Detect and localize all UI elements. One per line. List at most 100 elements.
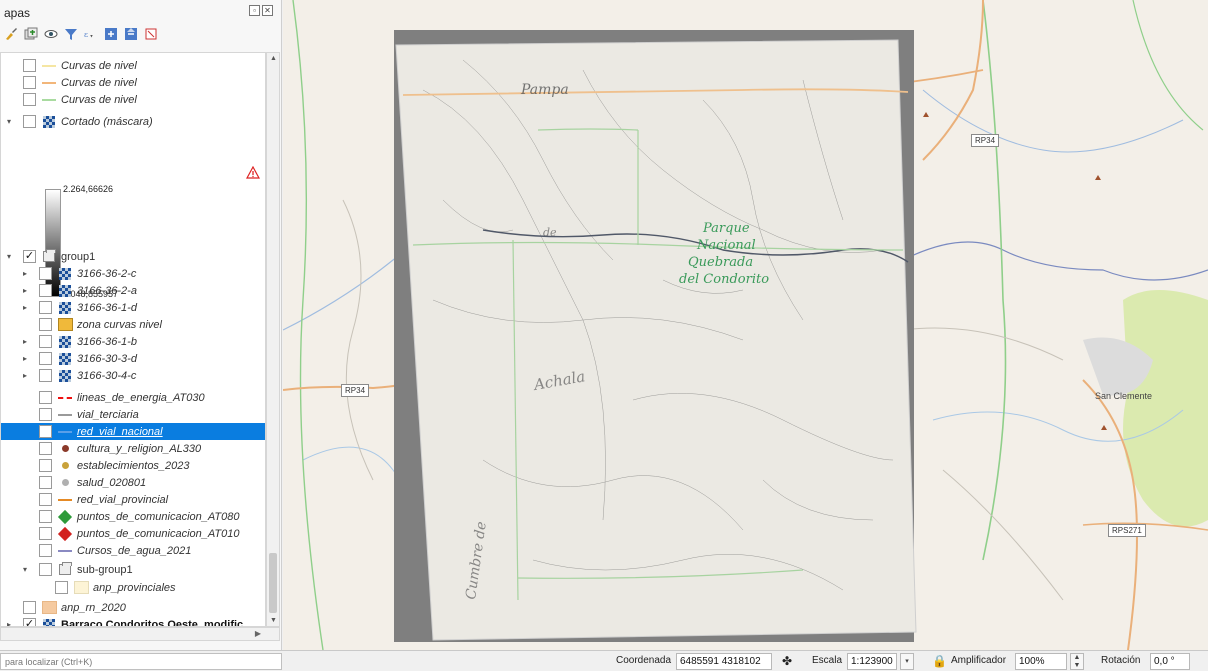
layer-visibility-checkbox[interactable]: [39, 527, 52, 540]
scale-dropdown-icon[interactable]: ▾: [900, 653, 914, 670]
collapse-all-icon[interactable]: [124, 27, 138, 41]
layer-visibility-checkbox[interactable]: [39, 510, 52, 523]
eye-icon[interactable]: [44, 27, 58, 41]
rotation-field[interactable]: 0,0 °: [1150, 653, 1190, 670]
expand-arrow-icon[interactable]: ▸: [23, 337, 28, 346]
layer-visibility-checkbox[interactable]: [39, 335, 52, 348]
layer-row-cultura-y-religion-al330[interactable]: cultura_y_religion_AL330: [1, 440, 265, 457]
close-panel-icon[interactable]: ✕: [262, 5, 273, 16]
layer-row-red-vial-provincial[interactable]: red_vial_provincial: [1, 491, 265, 508]
layer-visibility-checkbox[interactable]: [39, 267, 52, 280]
collapse-arrow-icon[interactable]: ▾: [7, 252, 12, 261]
layer-visibility-checkbox[interactable]: [23, 59, 36, 72]
layer-visibility-checkbox[interactable]: [39, 563, 52, 576]
layer-visibility-checkbox[interactable]: ✓: [23, 250, 36, 263]
layer-row-curvas-de-nivel[interactable]: Curvas de nivel: [1, 74, 265, 91]
add-group-icon[interactable]: [24, 27, 38, 41]
layer-row-anp-provinciales[interactable]: anp_provinciales: [1, 579, 265, 596]
coordinate-field[interactable]: 6485591 4318102: [676, 653, 772, 670]
layer-row-red-vial-nacional[interactable]: red_vial_nacional: [1, 423, 265, 440]
style-brush-icon[interactable]: [4, 27, 18, 41]
layer-visibility-checkbox[interactable]: [23, 93, 36, 106]
scroll-thumb[interactable]: [269, 553, 277, 613]
layer-visibility-checkbox[interactable]: [23, 115, 36, 128]
lock-scale-icon[interactable]: 🔒: [932, 654, 947, 668]
layer-row-3166-36-2-c[interactable]: ▸3166-36-2-c: [1, 265, 265, 282]
layer-tree-hscrollbar[interactable]: ▶: [0, 627, 280, 641]
layer-visibility-checkbox[interactable]: [39, 544, 52, 557]
rotation-label: Rotación: [1101, 655, 1141, 666]
layer-row-vial-terciaria[interactable]: vial_terciaria: [1, 406, 265, 423]
layer-row-curvas-de-nivel[interactable]: Curvas de nivel: [1, 57, 265, 74]
float-panel-icon[interactable]: ▫: [249, 5, 260, 16]
layer-visibility-checkbox[interactable]: [39, 318, 52, 331]
layer-row-group1[interactable]: ▾✓group1: [1, 248, 265, 265]
layer-row-cursos-de-agua-2021[interactable]: Cursos_de_agua_2021: [1, 542, 265, 559]
panel-controls: ▫ ✕: [249, 5, 273, 16]
expand-arrow-icon[interactable]: ▸: [23, 354, 28, 363]
warning-icon[interactable]: [246, 166, 260, 179]
layer-visibility-checkbox[interactable]: [39, 459, 52, 472]
layer-visibility-checkbox[interactable]: [39, 408, 52, 421]
layer-row-anp-rn-2020[interactable]: anp_rn_2020: [1, 599, 265, 616]
scroll-down-icon[interactable]: ▼: [270, 617, 277, 624]
expand-arrow-icon[interactable]: ▸: [23, 269, 28, 278]
scroll-up-icon[interactable]: ▲: [270, 55, 277, 62]
layer-visibility-checkbox[interactable]: [39, 369, 52, 382]
layer-tree-scrollbar[interactable]: ▲ ▼: [266, 52, 280, 627]
toggle-extents-icon[interactable]: ✤: [782, 654, 793, 668]
collapse-arrow-icon[interactable]: ▾: [7, 117, 12, 126]
layer-row-lineas-de-energia-at030[interactable]: lineas_de_energia_AT030: [1, 389, 265, 406]
layer-row-barraco-condoritos-oeste-modific[interactable]: ▸✓Barraco Condoritos Oeste_modific: [1, 616, 265, 627]
remove-layer-icon[interactable]: [144, 27, 158, 41]
layer-visibility-checkbox[interactable]: [39, 391, 52, 404]
layer-row-3166-36-1-b[interactable]: ▸3166-36-1-b: [1, 333, 265, 350]
layer-row-3166-36-2-a[interactable]: ▸3166-36-2-a: [1, 282, 265, 299]
diamond-symbol-icon: [57, 509, 73, 524]
layer-row-establecimientos-2023[interactable]: establecimientos_2023: [1, 457, 265, 474]
layer-row-puntos-de-comunicacion-at010[interactable]: puntos_de_comunicacion_AT010: [1, 525, 265, 542]
raster-symbol-icon: [57, 352, 73, 366]
line-symbol-icon: [57, 408, 73, 422]
layer-visibility-checkbox[interactable]: [39, 425, 52, 438]
layer-visibility-checkbox[interactable]: [39, 442, 52, 455]
layer-row-curvas-de-nivel[interactable]: Curvas de nivel: [1, 91, 265, 108]
layer-row-zona-curvas-nivel[interactable]: zona curvas nivel: [1, 316, 265, 333]
map-canvas[interactable]: Pampa Parque Nacional Quebrada del Condo…: [283, 0, 1208, 650]
layer-visibility-checkbox[interactable]: [39, 301, 52, 314]
layer-visibility-checkbox[interactable]: ✓: [23, 618, 36, 626]
line-symbol-icon: [57, 544, 73, 558]
layer-row-3166-36-1-d[interactable]: ▸3166-36-1-d: [1, 299, 265, 316]
layer-name: lineas_de_energia_AT030: [77, 391, 205, 404]
layer-row-sub-group1[interactable]: ▾sub-group1: [1, 561, 265, 578]
layer-row-puntos-de-comunicacion-at080[interactable]: puntos_de_comunicacion_AT080: [1, 508, 265, 525]
layer-visibility-checkbox[interactable]: [39, 476, 52, 489]
expand-arrow-icon[interactable]: ▸: [7, 620, 12, 627]
layer-visibility-checkbox[interactable]: [23, 601, 36, 614]
layer-row-3166-30-4-c[interactable]: ▸3166-30-4-c: [1, 367, 265, 384]
scroll-right-icon[interactable]: ▶: [254, 629, 261, 638]
magnifier-spinner-icon[interactable]: ▲▼: [1070, 653, 1084, 670]
collapse-arrow-icon[interactable]: ▾: [23, 565, 28, 574]
group-symbol-icon: [57, 562, 73, 577]
expand-arrow-icon[interactable]: ▸: [23, 303, 28, 312]
raster-max-value: 2.264,66626: [63, 184, 114, 194]
expression-filter-icon[interactable]: ε▾: [84, 27, 98, 41]
expand-arrow-icon[interactable]: ▸: [23, 286, 28, 295]
layer-row-3166-30-3-d[interactable]: ▸3166-30-3-d: [1, 350, 265, 367]
locator-search-input[interactable]: para localizar (Ctrl+K): [0, 653, 282, 670]
filter-icon[interactable]: [64, 27, 78, 41]
scale-field[interactable]: 1:123900: [847, 653, 897, 670]
layer-visibility-checkbox[interactable]: [39, 284, 52, 297]
expand-arrow-icon[interactable]: ▸: [23, 371, 28, 380]
layer-visibility-checkbox[interactable]: [39, 493, 52, 506]
layer-tree: 2.264,66626 2.048,855957 Curvas de nivel…: [0, 52, 266, 627]
layer-visibility-checkbox[interactable]: [39, 352, 52, 365]
layer-row-salud-020801[interactable]: salud_020801: [1, 474, 265, 491]
magnifier-field[interactable]: 100%: [1015, 653, 1067, 670]
layer-visibility-checkbox[interactable]: [23, 76, 36, 89]
layer-row-cortado-m-scara[interactable]: ▾Cortado (máscara): [1, 113, 265, 130]
layer-visibility-checkbox[interactable]: [55, 581, 68, 594]
expand-all-icon[interactable]: [104, 27, 118, 41]
